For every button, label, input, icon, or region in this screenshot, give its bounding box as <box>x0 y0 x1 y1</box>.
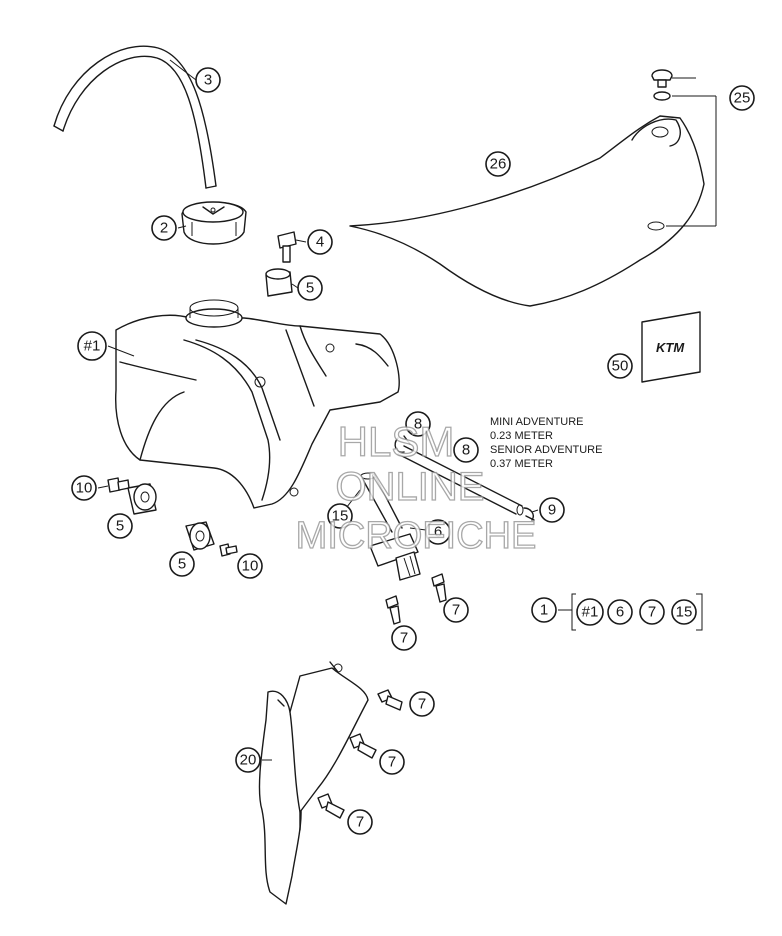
svg-text:25: 25 <box>734 90 751 107</box>
note-senior-adventure: SENIOR ADVENTURE <box>490 444 602 456</box>
callout-3: 3 <box>195 67 221 93</box>
svg-text:7: 7 <box>648 604 656 621</box>
svg-text:15: 15 <box>332 508 349 525</box>
callout-26: 26 <box>485 151 511 177</box>
svg-text:7: 7 <box>388 754 396 771</box>
svg-text:#1: #1 <box>582 604 599 621</box>
callout-15: 15 <box>327 503 353 529</box>
seat-screw <box>651 69 717 227</box>
svg-text:7: 7 <box>418 696 426 713</box>
svg-text:2: 2 <box>160 220 168 237</box>
leader-lines <box>97 59 539 761</box>
callout-8-lower: 8 <box>453 437 479 463</box>
seat <box>349 115 705 307</box>
watermark: HLSM ONLINE MICROFICHE <box>295 417 537 557</box>
fuel-tank <box>115 299 400 509</box>
callout-7-shield-mid: 7 <box>379 749 405 775</box>
svg-text:5: 5 <box>306 280 314 297</box>
callout-5-bottom: 5 <box>169 551 195 577</box>
svg-text:9: 9 <box>548 502 556 519</box>
callout-10-bottom: 10 <box>237 553 263 579</box>
watermark-line-2: ONLINE <box>336 465 485 509</box>
length-notes: MINI ADVENTURE 0.23 METER SENIOR ADVENTU… <box>490 416 602 470</box>
bolt-bottom <box>219 543 238 557</box>
callout-8-upper: 8 <box>405 411 431 437</box>
note-senior-length: 0.37 METER <box>490 458 553 470</box>
callout-25: 25 <box>729 85 755 111</box>
vent-valve <box>277 231 297 263</box>
screw-shield-top <box>377 689 403 711</box>
callout-7-petcock-right: 7 <box>443 597 469 623</box>
note-mini-adventure: MINI ADVENTURE <box>490 416 584 428</box>
rubber-bushing-left <box>127 483 157 515</box>
svg-text:#1: #1 <box>84 338 101 355</box>
callout-2: 2 <box>151 215 177 241</box>
heat-shield <box>258 661 369 905</box>
screw-petcock-left <box>385 595 401 625</box>
ktm-logo-text: KTM <box>656 340 685 355</box>
svg-text:4: 4 <box>316 234 324 251</box>
screw-petcock-right <box>431 573 447 603</box>
callout-7-petcock-left: 7 <box>391 625 417 651</box>
ktm-decal: KTM <box>641 311 701 383</box>
svg-text:10: 10 <box>242 558 259 575</box>
fuel-petcock <box>360 472 421 581</box>
svg-text:26: 26 <box>490 156 507 173</box>
svg-text:3: 3 <box>204 72 212 89</box>
screw-shield-bottom <box>317 793 345 819</box>
svg-text:10: 10 <box>76 480 93 497</box>
kit-item-7: 7 <box>639 599 665 625</box>
kit-bracket <box>558 593 703 631</box>
svg-text:8: 8 <box>462 442 470 459</box>
callout-10-left: 10 <box>71 475 97 501</box>
svg-text:8: 8 <box>414 416 422 433</box>
callout-4: 4 <box>307 229 333 255</box>
kit-item-tank: #1 <box>576 598 604 626</box>
fuel-cap <box>181 201 247 245</box>
svg-text:5: 5 <box>116 518 124 535</box>
callout-1-kit: 1 <box>531 597 557 623</box>
callout-9: 9 <box>539 497 565 523</box>
kit-item-6: 6 <box>607 599 633 625</box>
svg-text:5: 5 <box>178 556 186 573</box>
svg-text:7: 7 <box>356 814 364 831</box>
rubber-bushing-bottom <box>185 521 215 551</box>
hose-clamp-bottom <box>523 507 535 521</box>
callout-20: 20 <box>235 747 261 773</box>
svg-text:50: 50 <box>612 358 629 375</box>
note-mini-length: 0.23 METER <box>490 430 553 442</box>
callout-tank: #1 <box>77 331 107 361</box>
svg-text:1: 1 <box>540 602 548 619</box>
svg-text:15: 15 <box>676 604 693 621</box>
bolt-left <box>107 477 130 493</box>
svg-text:20: 20 <box>240 752 257 769</box>
kit-item-15: 15 <box>671 599 697 625</box>
callout-5-top: 5 <box>297 275 323 301</box>
screw-shield-mid <box>349 733 377 759</box>
callout-6: 6 <box>425 519 451 545</box>
hose-clamp-top <box>394 435 411 453</box>
watermark-line-1: HLSM <box>338 418 455 465</box>
svg-text:6: 6 <box>434 524 442 541</box>
callout-7-shield-bottom: 7 <box>347 809 373 835</box>
callout-7-shield-top: 7 <box>409 691 435 717</box>
fuel-line <box>397 445 524 516</box>
rubber-bushing-top <box>265 268 293 297</box>
svg-text:7: 7 <box>400 630 408 647</box>
svg-text:6: 6 <box>616 604 624 621</box>
callout-50: 50 <box>607 353 633 379</box>
svg-text:7: 7 <box>452 602 460 619</box>
callout-5-left: 5 <box>107 513 133 539</box>
fuel-hose <box>53 45 217 189</box>
watermark-line-3: MICROFICHE <box>296 515 537 557</box>
